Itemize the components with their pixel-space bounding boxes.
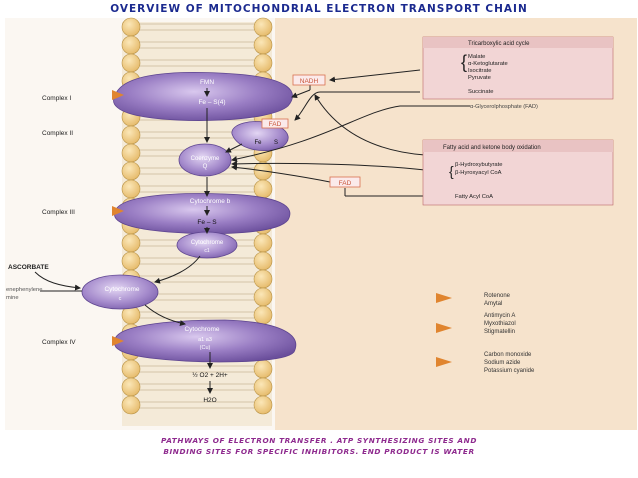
cyt-aa3-label: Cytochrome: [184, 326, 219, 333]
caption-line-2: BINDING SITES FOR SPECIFIC INHIBITORS. E…: [163, 447, 475, 456]
oxygen-label: ½ O2 + 2H+: [192, 371, 228, 379]
svg-text:NADH: NADH: [300, 78, 319, 85]
lipid-head: [121, 53, 141, 73]
complex-i: FMN Fe – S(4): [113, 71, 293, 121]
nadh-tag: NADH: [292, 74, 326, 86]
phenylene-label: enephenylene: [6, 287, 42, 293]
fad-tag-fatty-acyl: FAD: [329, 176, 361, 188]
caption-line-1: PATHWAYS OF ELECTRON TRANSFER . ATP SYNT…: [160, 436, 478, 445]
cytochrome-c1: Cytochrome c1: [176, 231, 238, 259]
complex-i-label: Complex I: [42, 95, 71, 102]
inhibitor-site-i-icon: [436, 293, 452, 303]
lipid-head: [121, 395, 141, 415]
lipid-head: [121, 233, 141, 253]
inhibitor-agent: Potassium cyanide: [484, 368, 535, 374]
cytochrome-c: Cytochrome c: [81, 274, 159, 310]
inhibitor-agent: Amytal: [484, 301, 502, 307]
lipid-head: [253, 359, 273, 379]
lipid-head: [121, 251, 141, 271]
lipid-head: [121, 359, 141, 379]
lipid-head: [121, 377, 141, 397]
inhibitor-agent: Stigmatellin: [484, 329, 515, 335]
tca-header: Tricarboxylic acid cycle: [468, 41, 530, 47]
inhibitor-site-markers: [112, 90, 124, 346]
lipid-head: [253, 233, 273, 253]
svg-text:FAD: FAD: [269, 121, 282, 128]
complex-iv: Cytochrome a1 a3 (Cu): [114, 319, 297, 363]
lipid-head: [253, 35, 273, 55]
lipid-head: [253, 17, 273, 37]
lipid-head: [253, 53, 273, 73]
inhibitor-agent: Carbon monoxide: [484, 352, 532, 358]
fmn-label: FMN: [200, 79, 214, 86]
inhibitor-legend: Rotenone Amytal Antimycin A Myxothiazol …: [436, 293, 535, 374]
tca-item: Pyruvate: [468, 75, 491, 81]
lipid-head: [253, 287, 273, 307]
inhibitor-agent: Rotenone: [484, 293, 511, 299]
site-marker-icon: [112, 336, 124, 346]
inhibitor-agent: Antimycin A: [484, 313, 515, 319]
lipid-head: [121, 17, 141, 37]
fe-s4-label: Fe – S(4): [198, 99, 225, 106]
fad-tag-complex-ii: FAD: [261, 118, 289, 129]
fatty-item: β-Hydroxybutyrate: [455, 162, 502, 168]
diagram-title: OVERVIEW OF MITOCHONDRIAL ELECTRON TRANS…: [110, 3, 528, 15]
lipid-head: [121, 143, 141, 163]
coenzyme-q: Coenzyme Q: [178, 143, 232, 177]
water-label: H2O: [203, 397, 216, 404]
ascorbate-label: ASCORBATE: [8, 264, 49, 271]
fe-s-label: Fe – S: [197, 219, 217, 226]
coenzyme-label: Coenzyme: [191, 156, 220, 162]
site-marker-icon: [112, 90, 124, 100]
lipid-head: [121, 35, 141, 55]
cyt-b-label: Cytochrome b: [190, 198, 231, 205]
fatty-item: β-Hyroxyacyl CoA: [455, 170, 502, 176]
tca-item: Isocitrate: [468, 68, 492, 74]
complex-ii: Fe S: [231, 121, 289, 151]
c-sub-label: c: [119, 296, 122, 302]
fatty-header: Fatty acid and ketone body oxidation: [443, 145, 541, 151]
complex-iii: Cytochrome b Fe – S: [114, 193, 291, 235]
aa3-sub-label: a1 a3: [198, 337, 212, 343]
lipid-head: [253, 377, 273, 397]
lipid-head: [121, 161, 141, 181]
tca-brace-icon: {: [461, 52, 467, 72]
lipid-head: [253, 269, 273, 289]
fatty-acid-box: Fatty acid and ketone body oxidation β-H…: [422, 139, 614, 206]
q-label: Q: [203, 164, 208, 170]
s-label-cii: S: [274, 140, 278, 146]
tca-item: Malate: [468, 54, 485, 60]
cyt-c1-label: Cytochrome: [191, 240, 224, 246]
lipid-head: [253, 305, 273, 325]
inhibitor-agent: Sodium azide: [484, 360, 521, 366]
inhibitor-site-iv-icon: [436, 357, 452, 367]
tca-item: α-Ketoglutarate: [468, 61, 508, 67]
glycerophosphate-label: α-Glycerolphosphate (FAD): [470, 104, 538, 110]
lipid-head: [121, 179, 141, 199]
complex-iii-label: Complex III: [42, 209, 75, 216]
c1-sub-label: c1: [204, 248, 210, 254]
cu-label: (Cu): [200, 345, 211, 351]
lipid-head: [253, 395, 273, 415]
electron-flow-arrows: [34, 69, 470, 394]
cyt-c-label: Cytochrome: [104, 286, 139, 293]
lipid-head: [121, 125, 141, 145]
inhibitor-site-iii-icon: [436, 323, 452, 333]
mine-label: mine: [6, 295, 19, 301]
fatty-acyl-label: Fatty Acyl CoA: [455, 194, 493, 200]
inhibitor-agent: Myxothiazol: [484, 321, 516, 327]
complex-labels: Complex I Complex II Complex III Complex…: [42, 95, 76, 346]
lipid-head: [253, 179, 273, 199]
fatty-brace-icon: {: [449, 163, 454, 179]
complex-ii-label: Complex II: [42, 130, 73, 137]
site-marker-icon: [112, 206, 124, 216]
fe-label-cii: Fe: [254, 140, 262, 146]
lipid-head: [253, 251, 273, 271]
complex-iv-label: Complex IV: [42, 339, 76, 346]
succinate-label: Succinate: [468, 89, 493, 95]
tca-box: Tricarboxylic acid cycle Malate α-Ketogl…: [422, 36, 614, 100]
svg-text:FAD: FAD: [339, 180, 352, 187]
